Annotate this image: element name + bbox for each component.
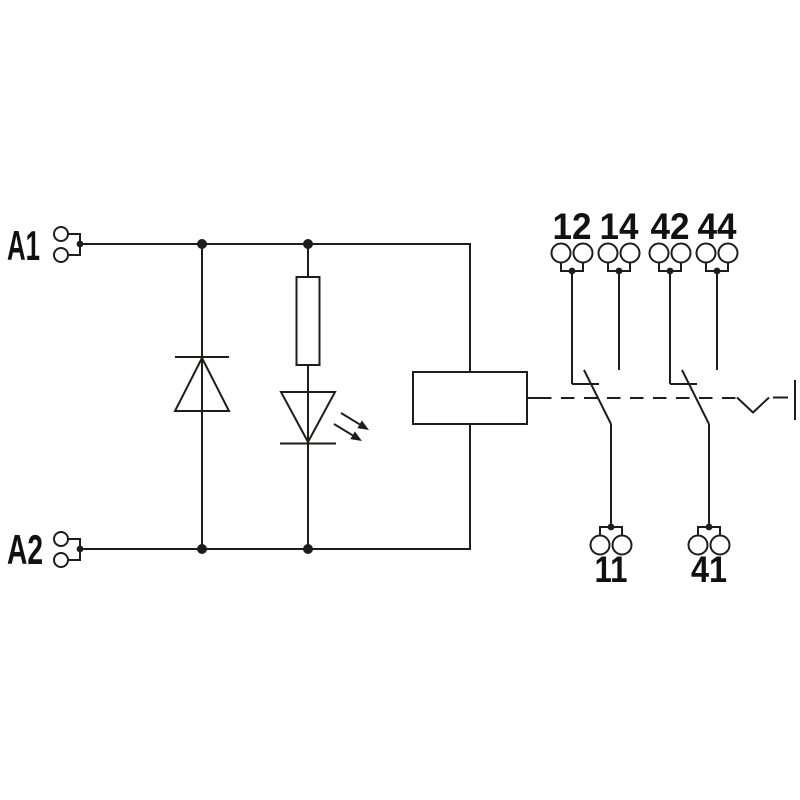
changeover-contact-2: [669, 271, 718, 527]
led-indicator-branch: [279, 244, 369, 549]
terminal-a1-clamp-circle-top: [53, 226, 69, 242]
terminal-a1-node-dot: [76, 240, 84, 248]
terminal-11-label: 11: [595, 549, 628, 590]
terminal-a1-label: A1: [7, 222, 40, 269]
contact2-moving-blade: [681, 369, 710, 425]
led-triangle-icon: [279, 391, 337, 445]
changeover-contact-1: [571, 271, 620, 527]
terminal-42: 42: [648, 206, 692, 275]
junction-dot: [303, 239, 313, 249]
terminal-11-clamp-circle-left: [589, 534, 611, 556]
mechanical-link-v-notch: [736, 396, 770, 414]
coil-supply-rails: [80, 243, 471, 550]
terminal-a2: A2: [7, 526, 84, 573]
suppressor-diode-branch: [173, 244, 231, 549]
terminal-41-clamp-circle-left: [687, 534, 709, 556]
terminal-42-label: 42: [651, 206, 690, 247]
led-arrow-2-shaft: [333, 423, 354, 437]
terminal-a1-clamp-circle-bottom: [53, 247, 69, 263]
junction-dot: [197, 544, 207, 554]
terminal-a2-label: A2: [7, 526, 43, 573]
terminal-12-label: 12: [553, 206, 592, 247]
junction-dot: [303, 544, 313, 554]
led-arrow-1-head: [357, 420, 369, 430]
terminal-41: 41: [687, 523, 731, 590]
terminal-a2-clamp-circle-bottom: [53, 552, 69, 568]
terminal-11-node-dot: [607, 523, 615, 531]
relay-coil-box: [412, 371, 528, 425]
diode-triangle-icon: [173, 355, 231, 412]
terminal-41-clamp-circle-right: [709, 534, 731, 556]
terminal-12: 12: [550, 206, 594, 275]
led-arrow-2-head: [350, 431, 362, 441]
led-arrow-1-shaft: [340, 412, 361, 426]
terminal-12-node-dot: [568, 267, 576, 275]
series-resistor-icon: [295, 276, 321, 366]
bottom-rail-wire: [80, 424, 471, 550]
terminal-44-node-dot: [713, 267, 721, 275]
led-light-emission-arrows: [333, 412, 369, 441]
terminal-a2-clamp-circle-top: [53, 531, 69, 547]
terminal-11-clamp-circle-right: [611, 534, 633, 556]
top-rail-wire: [80, 243, 471, 372]
junction-dots: [197, 239, 313, 554]
contact1-moving-blade: [583, 369, 612, 425]
terminal-44: 44: [695, 206, 739, 275]
terminal-14-label: 14: [600, 206, 639, 247]
terminal-11: 11: [589, 523, 633, 590]
terminal-14: 14: [597, 206, 641, 275]
terminal-a1: A1: [7, 222, 84, 269]
mechanical-link: [527, 380, 796, 420]
terminal-41-label: 41: [691, 549, 727, 590]
terminal-14-node-dot: [615, 267, 623, 275]
terminal-44-label: 44: [698, 206, 737, 247]
junction-dot: [197, 239, 207, 249]
terminal-41-node-dot: [705, 523, 713, 531]
terminal-a2-node-dot: [76, 545, 84, 553]
terminal-42-node-dot: [666, 267, 674, 275]
